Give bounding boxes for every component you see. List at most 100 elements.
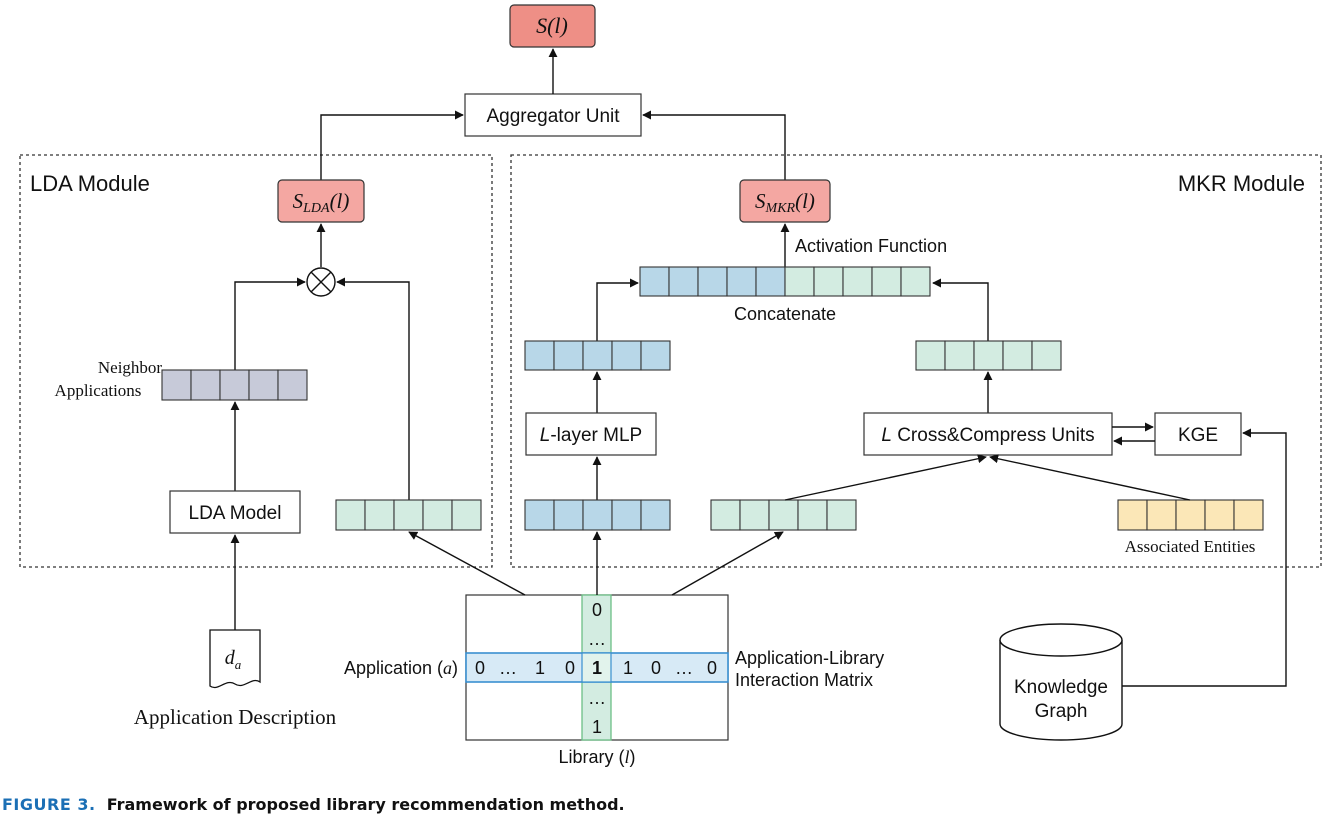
arrow-green-vector-to-concat bbox=[932, 278, 989, 341]
neighbor-applications-label: Neighbor bbox=[98, 358, 163, 377]
arrow-blue-vector-to-concat bbox=[596, 278, 639, 341]
matrix-row-value: 1 bbox=[592, 658, 602, 678]
neighbor-applications-vector bbox=[161, 369, 308, 401]
vector-cell bbox=[842, 266, 873, 297]
vector-cell bbox=[422, 499, 453, 531]
vector-cell bbox=[1002, 340, 1033, 371]
matrix-column-values: 0 … … 1 bbox=[588, 600, 606, 737]
arrow-neighbor-to-multiply bbox=[234, 277, 306, 370]
lda-score-box bbox=[277, 179, 365, 223]
matrix-row-value: 0 bbox=[565, 658, 575, 678]
vector-cell bbox=[553, 340, 584, 371]
vector-cell bbox=[784, 266, 815, 297]
vector-cell bbox=[190, 369, 221, 401]
vector-cell bbox=[797, 499, 828, 531]
document-icon bbox=[209, 629, 261, 689]
aggregator-unit-box bbox=[464, 93, 642, 137]
vector-cell bbox=[944, 340, 975, 371]
final-score-box bbox=[509, 4, 596, 48]
matrix-row-label: Application (a) bbox=[344, 658, 458, 678]
vector-cell bbox=[726, 266, 757, 297]
lda-score-label: SLDA(l) bbox=[293, 189, 350, 216]
matrix-title-line2: Interaction Matrix bbox=[735, 670, 873, 690]
mlp-box bbox=[525, 412, 657, 456]
lda-application-vector bbox=[335, 499, 482, 531]
vector-cell bbox=[335, 499, 366, 531]
matrix-column-value: … bbox=[588, 688, 606, 708]
vector-cell bbox=[451, 499, 482, 531]
activation-function-label: Activation Function bbox=[795, 236, 947, 256]
vector-cell bbox=[640, 340, 671, 371]
matrix-column-label: Library (l) bbox=[558, 747, 635, 767]
matrix-row-value: … bbox=[499, 658, 517, 678]
vector-cell bbox=[277, 369, 308, 401]
vector-cell bbox=[710, 499, 741, 531]
matrix-row-value: 0 bbox=[707, 658, 717, 678]
vector-cell bbox=[524, 340, 555, 371]
concatenate-label: Concatenate bbox=[734, 304, 836, 324]
concatenated-vector bbox=[639, 266, 931, 297]
vector-cell bbox=[553, 499, 584, 531]
mkr-module-frame bbox=[510, 154, 1322, 568]
mkr-score-label: SMKR(l) bbox=[755, 189, 815, 216]
lda-model-label: LDA Model bbox=[189, 503, 282, 524]
mlp-label: L-layer MLP bbox=[540, 425, 642, 446]
lda-module-frame bbox=[19, 154, 493, 568]
arrow-item-input-to-cc bbox=[784, 454, 987, 501]
associated-entities-label: Associated Entities bbox=[1125, 537, 1256, 556]
matrix-row-value: 0 bbox=[651, 658, 661, 678]
lda-module-title: LDA Module bbox=[30, 171, 150, 196]
matrix-column-value: 0 bbox=[592, 600, 602, 620]
vector-cell bbox=[697, 266, 728, 297]
arrow-app-vector-to-multiply bbox=[336, 277, 410, 500]
associated-entities-vector bbox=[1117, 499, 1264, 531]
kge-box bbox=[1154, 412, 1242, 456]
arrow-entities-to-cc bbox=[989, 454, 1191, 501]
figure-number: FIGURE 3. bbox=[2, 795, 96, 814]
knowledge-graph-label-1: Knowledge bbox=[1014, 677, 1108, 698]
matrix-column-value: … bbox=[588, 629, 606, 649]
application-description-label: Application Description bbox=[134, 705, 337, 729]
vector-cell bbox=[1117, 499, 1148, 531]
arrow-matrix-to-lda-vector bbox=[408, 531, 526, 596]
vector-cell bbox=[582, 499, 613, 531]
vector-cell bbox=[973, 340, 1004, 371]
vector-cell bbox=[364, 499, 395, 531]
vector-cell bbox=[248, 369, 279, 401]
vector-cell bbox=[739, 499, 770, 531]
matrix-column-value: 1 bbox=[592, 717, 602, 737]
vector-cell bbox=[768, 499, 799, 531]
matrix-row-value: 1 bbox=[535, 658, 545, 678]
vector-cell bbox=[813, 266, 844, 297]
vector-cell bbox=[1204, 499, 1235, 531]
arrow-kg-to-kge bbox=[1122, 428, 1287, 687]
vector-cell bbox=[582, 340, 613, 371]
vector-cell bbox=[1175, 499, 1206, 531]
matrix-row-value: … bbox=[675, 658, 693, 678]
cross-compress-label: L Cross&Compress Units bbox=[881, 425, 1094, 446]
knowledge-graph-label-2: Graph bbox=[1035, 701, 1088, 722]
neighbor-applications-label-2: Applications bbox=[55, 381, 142, 400]
kge-label: KGE bbox=[1178, 425, 1218, 446]
final-score-label: S(l) bbox=[536, 13, 568, 38]
database-cylinder-icon bbox=[999, 623, 1123, 741]
figure-caption-text: Framework of proposed library recommenda… bbox=[106, 795, 625, 814]
mkr-module-title: MKR Module bbox=[1178, 171, 1305, 196]
matrix-row-value: 0 bbox=[475, 658, 485, 678]
vector-cell bbox=[639, 266, 670, 297]
vector-cell bbox=[393, 499, 424, 531]
vector-cell bbox=[915, 340, 946, 371]
user-embedding-vector bbox=[524, 340, 671, 371]
arrow-matrix-to-item-input bbox=[671, 531, 784, 596]
matrix-intersection-cell bbox=[581, 652, 612, 683]
aggregator-unit-label: Aggregator Unit bbox=[486, 106, 620, 127]
vector-cell bbox=[826, 499, 857, 531]
arrow-lda-score-to-aggregator bbox=[320, 110, 464, 180]
vector-cell bbox=[161, 369, 192, 401]
circled-times-icon bbox=[306, 267, 336, 297]
vector-cell bbox=[219, 369, 250, 401]
vector-cell bbox=[900, 266, 931, 297]
description-doc-label: da bbox=[225, 647, 242, 672]
